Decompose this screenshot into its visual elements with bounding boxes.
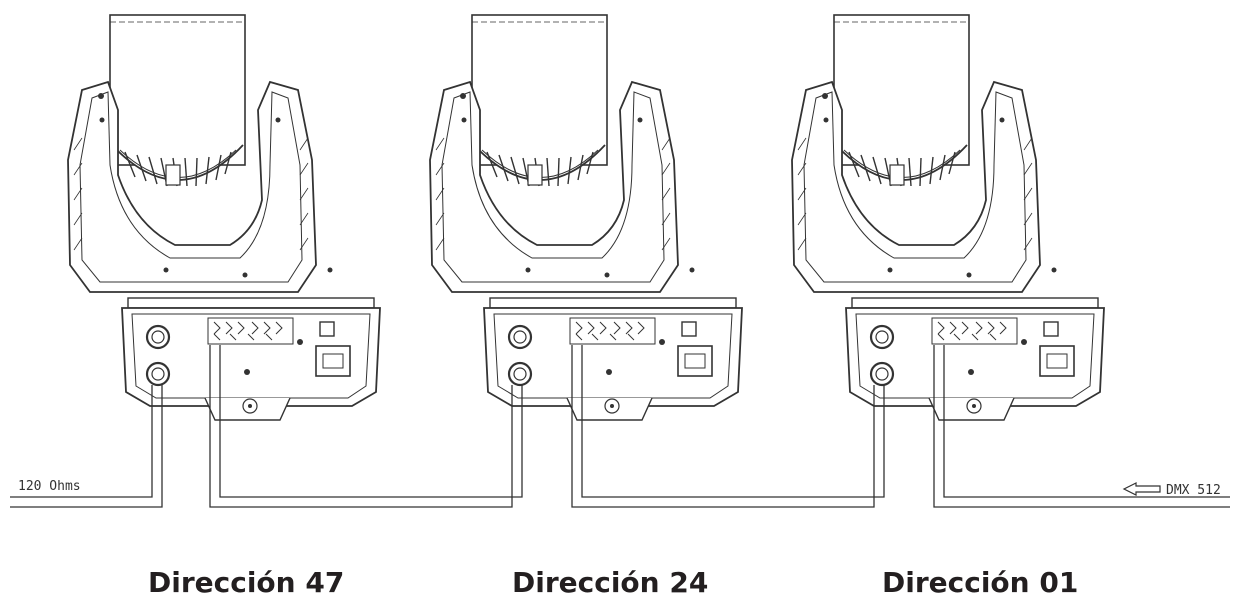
fixture-label-2: Dirección 24: [512, 566, 709, 599]
fixture-1-drawing: [66, 13, 382, 422]
termination-cable: [10, 385, 153, 498]
dmx-input-label: DMX 512: [1166, 483, 1221, 498]
link-cable-24-01: [571, 345, 875, 508]
termination-label: 120 Ohms: [18, 479, 81, 494]
link-cable-47-24: [209, 345, 513, 508]
fixture-label-3: Dirección 01: [882, 566, 1079, 599]
fixture-2-drawing: [428, 13, 744, 422]
fixture-label-1: Dirección 47: [148, 566, 345, 599]
fixture-3-drawing: [790, 13, 1106, 422]
arrow-left-icon: [1122, 482, 1161, 496]
dmx-input-cable: [933, 345, 1230, 508]
